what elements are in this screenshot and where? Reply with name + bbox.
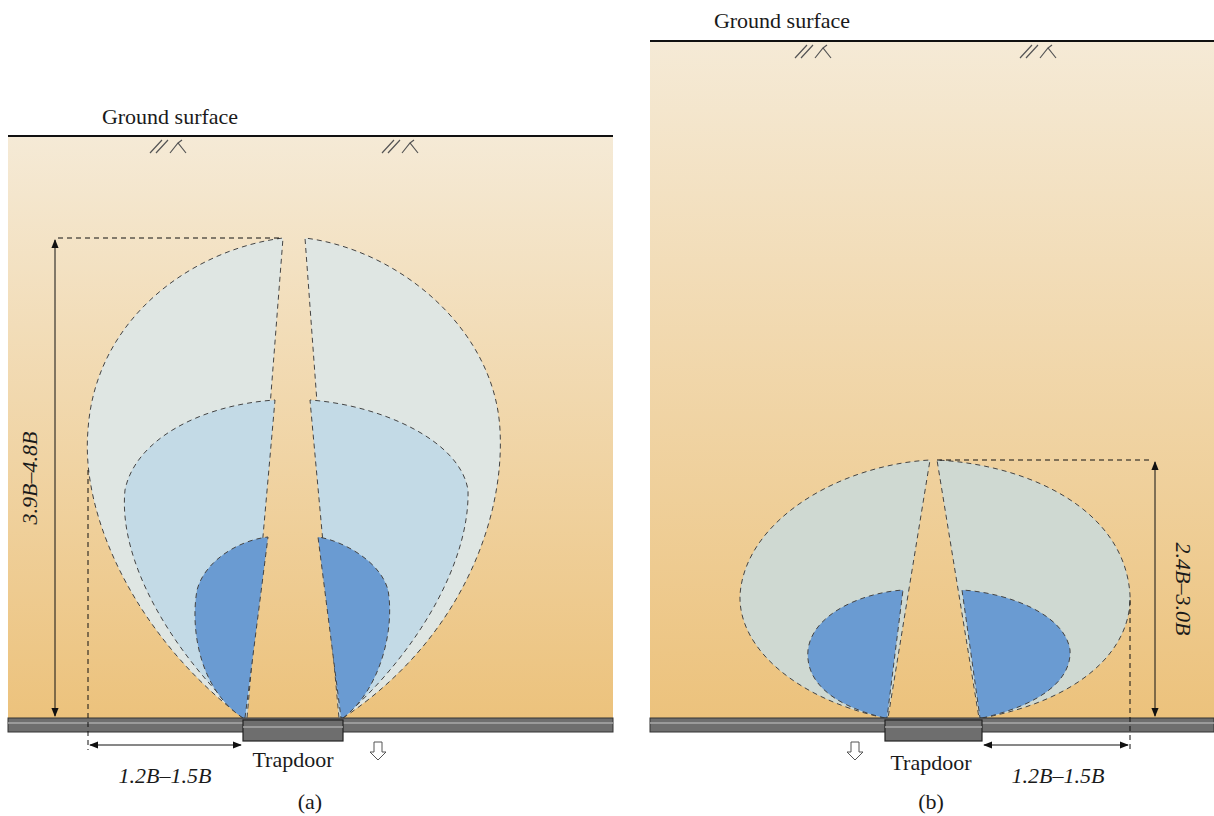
panel-b	[650, 41, 1214, 760]
trapdoor-label: Trapdoor	[252, 749, 333, 771]
ground-surface-label: Ground surface	[714, 10, 850, 32]
height-dimension: 2.4B–3.0B	[1172, 543, 1194, 636]
width-dimension: 1.2B–1.5B	[119, 765, 212, 787]
width-dimension: 1.2B–1.5B	[1012, 765, 1105, 787]
panel-caption: (a)	[298, 791, 322, 813]
panel-caption: (b)	[918, 791, 944, 813]
ground-surface-label: Ground surface	[102, 106, 238, 128]
panel-a	[8, 136, 613, 760]
trapdoor-label: Trapdoor	[890, 752, 971, 774]
height-dimension: 3.9B–4.8B	[19, 432, 41, 525]
